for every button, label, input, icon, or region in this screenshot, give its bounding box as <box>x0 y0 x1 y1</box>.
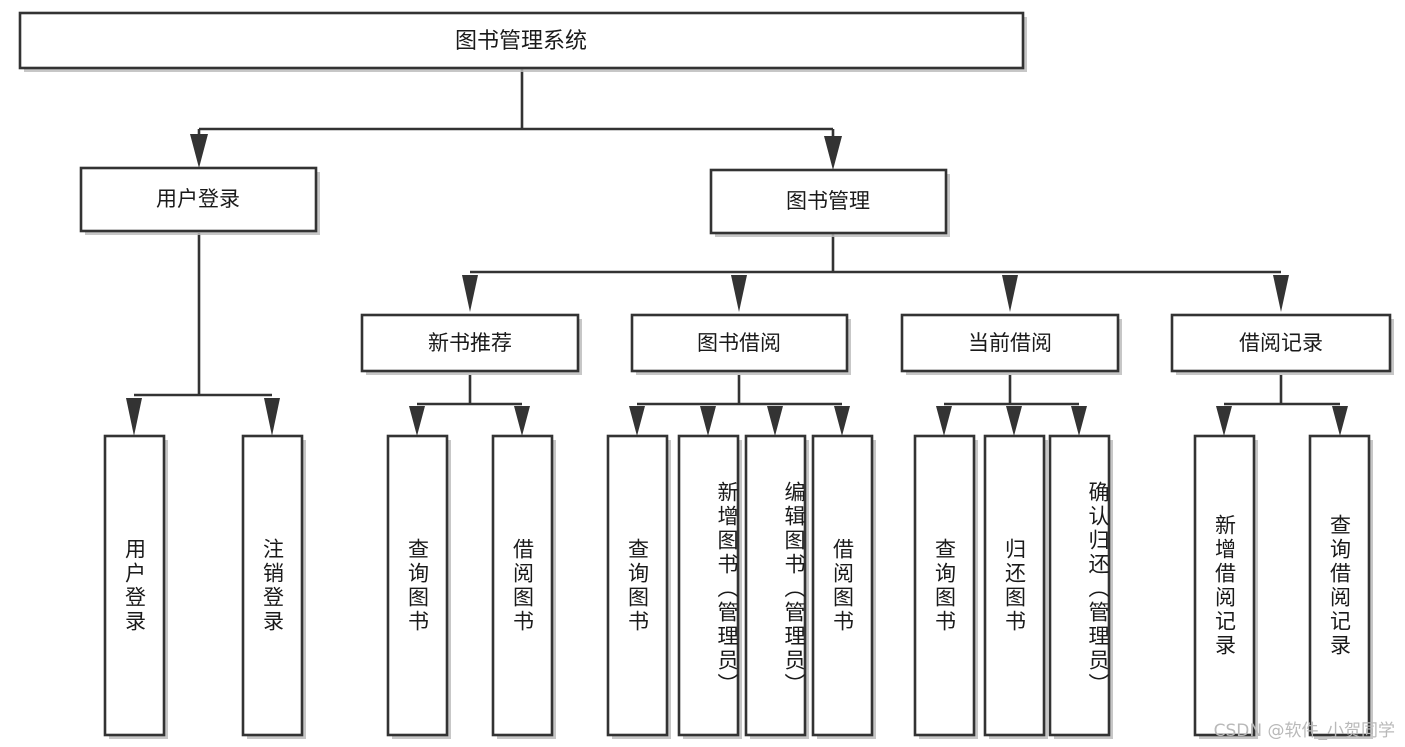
connector-group-current-borrow-to-leaves <box>936 375 1087 436</box>
node-current-borrow-rect[interactable] <box>900 313 1120 373</box>
node-user-login-rect[interactable] <box>79 166 318 233</box>
leaf-node-cb-query-book[interactable] <box>913 434 978 739</box>
leaf-node-bb-edit-book[interactable] <box>744 434 809 739</box>
node-new-book-recommend-rect[interactable] <box>360 313 580 373</box>
leaf-node-nb-borrow-book[interactable] <box>491 434 556 739</box>
node-user-login[interactable]: 用户登录 <box>79 166 320 235</box>
connector-group-root-to-level2 <box>190 68 842 170</box>
leaf-bb-edit-rect[interactable] <box>744 434 807 737</box>
arrowhead-leaf-cb-confirm <box>1071 406 1087 436</box>
arrowhead-leaf-br-query <box>1332 406 1348 436</box>
leaf-cb-query-rect[interactable] <box>913 434 976 737</box>
node-borrow-record-rect[interactable] <box>1170 313 1392 373</box>
leaf-node-nb-query-book[interactable] <box>386 434 451 739</box>
arrowhead-leaf-br-add <box>1216 406 1232 436</box>
leaf-cb-confirm-rect[interactable] <box>1048 434 1111 737</box>
arrowhead-leaf-bb-borrow <box>834 406 850 436</box>
arrowhead-leaf-cb-return <box>1006 406 1022 436</box>
leaf-node-bb-query-book[interactable] <box>606 434 671 739</box>
leaf-br-query-rect[interactable] <box>1308 434 1371 737</box>
node-current-borrow-label: 当前借阅 <box>968 331 1052 355</box>
leaf-br-add-rect[interactable] <box>1193 434 1256 737</box>
leaf-node-cb-return-book[interactable] <box>983 434 1048 739</box>
arrowhead-leaf-bb-query <box>629 406 645 436</box>
leaf-bb-add-rect[interactable] <box>677 434 740 737</box>
node-new-book-recommend-label: 新书推荐 <box>428 331 512 355</box>
arrowhead-leaf-bb-edit <box>767 406 783 436</box>
leaf-node-br-query-record[interactable] <box>1308 434 1373 739</box>
arrowhead-leaf-cb-query <box>936 406 952 436</box>
node-borrow-record[interactable]: 借阅记录 <box>1170 313 1394 375</box>
node-current-borrow[interactable]: 当前借阅 <box>900 313 1122 375</box>
leaf-bb-query-rect[interactable] <box>606 434 669 737</box>
node-root-label: 图书管理系统 <box>455 29 587 54</box>
node-root-system[interactable]: 图书管理系统 <box>18 11 1027 72</box>
leaf-user-login-rect[interactable] <box>103 434 166 737</box>
leaf-cb-return-rect[interactable] <box>983 434 1046 737</box>
leaf-logout-rect[interactable] <box>241 434 304 737</box>
node-new-book-recommend[interactable]: 新书推荐 <box>360 313 582 375</box>
node-book-borrow[interactable]: 图书借阅 <box>630 313 851 375</box>
arrowhead-current-borrow <box>1002 275 1018 312</box>
node-book-borrow-rect[interactable] <box>630 313 849 373</box>
arrowhead-leaf-nb-borrow <box>514 406 530 436</box>
arrowhead-leaf-bb-add <box>700 406 716 436</box>
node-user-login-label: 用户登录 <box>156 187 240 211</box>
node-book-borrow-label: 图书借阅 <box>697 331 781 355</box>
connector-group-user-login-to-leaves <box>126 233 280 436</box>
leaf-node-bb-add-book[interactable] <box>677 434 742 739</box>
leaf-node-cb-confirm-return[interactable] <box>1048 434 1113 739</box>
arrowhead-borrow-record <box>1273 275 1289 312</box>
arrowhead-book-borrow <box>731 275 747 312</box>
node-borrow-record-label: 借阅记录 <box>1239 331 1323 355</box>
leaf-node-user-login[interactable] <box>103 434 168 739</box>
arrowhead-user-login <box>190 134 208 168</box>
connector-group-borrow-record-to-leaves <box>1216 375 1348 436</box>
arrowhead-leaf-logout <box>264 398 280 436</box>
node-root-rect[interactable] <box>18 11 1025 70</box>
connector-group-book-borrow-to-leaves <box>629 375 850 436</box>
node-book-management-label: 图书管理 <box>786 189 870 213</box>
leaf-node-bb-borrow-book[interactable] <box>811 434 876 739</box>
leaf-node-br-add-record[interactable] <box>1193 434 1258 739</box>
connector-group-new-book-to-leaves <box>409 375 530 436</box>
connector-group-book-mgmt-to-level3 <box>462 233 1289 312</box>
leaf-node-logout[interactable] <box>241 434 306 739</box>
arrowhead-book-mgmt <box>824 136 842 170</box>
leaf-nb-borrow-rect[interactable] <box>491 434 554 737</box>
arrowhead-leaf-user-login <box>126 398 142 436</box>
arrowhead-new-book <box>462 275 478 312</box>
node-book-management-rect[interactable] <box>709 168 948 235</box>
node-book-management[interactable]: 图书管理 <box>709 168 950 237</box>
leaf-bb-borrow-rect[interactable] <box>811 434 874 737</box>
csdn-watermark: CSDN @软件_小贺同学 <box>1213 721 1395 741</box>
leaf-nb-query-rect[interactable] <box>386 434 449 737</box>
arrowhead-leaf-nb-query <box>409 406 425 436</box>
